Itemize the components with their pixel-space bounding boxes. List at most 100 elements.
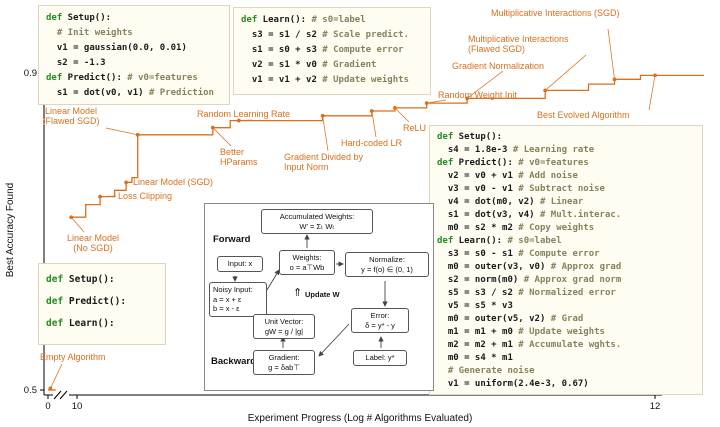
code-line: v2 = s1 * v0 # Gradient xyxy=(241,60,377,70)
error-title: Error: xyxy=(370,311,390,320)
label-text: Label: y* xyxy=(365,353,395,362)
annotation-leader-line xyxy=(50,363,63,389)
accumulated-weights-formula: W' = Σₜ Wₜ xyxy=(299,221,335,231)
annotation-leader-line xyxy=(607,28,615,80)
code-line: # Init weights xyxy=(56,28,133,38)
x-axis: 0 10 12 Experiment Progress (Log # Algor… xyxy=(44,390,662,424)
milestone-annotation: Empty Algorithm xyxy=(40,352,106,362)
code-line: m0 = s2 * m2 # Copy weights xyxy=(437,223,595,233)
milestone-point xyxy=(210,125,215,130)
annotation-leader-line xyxy=(648,75,656,111)
annotation-leader-line xyxy=(105,127,138,136)
forward-pass-label: Forward xyxy=(213,234,251,245)
code-line: v1 = gaussian(0.0, 0.01) xyxy=(46,43,187,53)
gradient-title: Gradient: xyxy=(268,353,300,362)
update-w-label: Update W xyxy=(305,290,340,299)
y-axis: 0.9 0.5 Best Accuracy Found xyxy=(5,67,45,396)
milestone-point xyxy=(543,88,548,93)
milestone-annotation: Hard-coded LR xyxy=(341,138,403,148)
input-box: Input: x xyxy=(217,256,263,272)
code-line: s2 = -1.3 xyxy=(46,58,106,68)
unit-vector-formula: gW = g / |g| xyxy=(264,326,304,336)
milestone-annotation: Linear Model (No SGD) xyxy=(66,233,120,253)
x-axis-title: Experiment Progress (Log # Algorithms Ev… xyxy=(248,413,473,424)
diagram-arrows xyxy=(232,234,388,357)
code-line: v1 = v1 + v2 # Update weights xyxy=(241,75,409,85)
y-tick-label: 0.9 xyxy=(24,68,37,79)
code-box-empty-algorithm: def Setup():def Predict():def Learn(): xyxy=(38,263,166,345)
weights-box: Weights: o = a⊤Wb xyxy=(279,250,335,275)
backward-pass-label: Backward xyxy=(211,356,256,367)
milestone-point xyxy=(465,96,470,101)
code-line: def Setup(): xyxy=(46,13,112,23)
milestone-annotation: Gradient Divided by Input Norm xyxy=(284,152,364,172)
code-line: # Generate noise xyxy=(447,366,535,376)
code-line: s5 = s3 / s2 # Normalized error xyxy=(437,288,616,298)
milestone-point xyxy=(653,73,657,78)
code-line: s4 = 1.8e-3 # Learning rate xyxy=(437,145,595,155)
milestone-point xyxy=(69,215,74,220)
code-line: s3 = s1 / s2 # Scale predict. xyxy=(241,30,409,40)
code-line: v2 = v0 + v1 # Add noise xyxy=(437,171,578,181)
code-line: s2 = norm(m0) # Approx grad norm xyxy=(437,275,622,285)
annotation-leader-line xyxy=(238,119,253,121)
noisy-input-formula-b: b = x - ε xyxy=(213,304,240,313)
milestone-point xyxy=(124,180,129,185)
x-tick-label: 10 xyxy=(72,401,83,412)
milestone-point xyxy=(236,118,241,123)
milestone-point xyxy=(48,386,53,391)
code-line: s1 = dot(v0, v1) # Prediction xyxy=(46,88,214,98)
update-arrow-icon: ⇑ xyxy=(293,287,303,299)
milestone-point xyxy=(98,194,103,199)
code-line: s1 = s0 + s3 # Compute error xyxy=(241,45,404,55)
code-line: def Setup(): xyxy=(437,132,503,142)
code-line: v5 = s5 * v3 xyxy=(437,301,513,311)
annotation-leader-line xyxy=(426,99,447,104)
annotation-leader-line xyxy=(100,195,117,198)
x-tick-label: 12 xyxy=(650,401,661,412)
milestone-annotation: Linear Model (Flawed SGD) xyxy=(42,106,100,126)
algorithm-flow-diagram: Forward Backward Accumulated Weights: W'… xyxy=(204,203,434,391)
gradient-formula: g = δab⊤ xyxy=(268,362,300,372)
annotation-leader-line xyxy=(371,110,377,138)
error-formula: δ = y* - y xyxy=(365,320,395,330)
normalize-formula: y = f(o) ∈ (0, 1) xyxy=(361,264,413,274)
unit-vector-title: Unit Vector: xyxy=(264,317,304,326)
code-line: m0 = s4 * m1 xyxy=(437,353,513,363)
accumulated-weights-title: Accumulated Weights: xyxy=(279,212,355,221)
milestone-annotation: Gradient Normalization xyxy=(452,61,545,71)
code-box-linear-learn: def Learn(): # s0=label s3 = s1 / s2 # S… xyxy=(233,7,431,95)
annotation-leader-line xyxy=(322,115,329,152)
annotation-leader-line xyxy=(70,216,85,233)
code-line: def Predict(): # v0=features xyxy=(437,158,589,168)
milestone-annotation: Random Learning Rate xyxy=(197,109,291,119)
noisy-input-formula-a: a = x + ε xyxy=(213,294,242,304)
code-line: def Setup(): xyxy=(46,274,115,285)
axis-break-marks xyxy=(53,390,69,400)
milestone-annotation: Multiplicative Interactions (Flawed SGD) xyxy=(468,34,569,54)
error-box: Error: δ = y* - y xyxy=(351,308,409,333)
noisy-input-title: Noisy Input: xyxy=(213,285,253,294)
code-line: def Predict(): # v0=features xyxy=(46,73,198,83)
normalize-title: Normalize: xyxy=(369,255,405,264)
milestone-point xyxy=(369,109,374,113)
noisy-input-box: Noisy Input: a = x + ε b = x - ε xyxy=(209,282,267,317)
code-line: s3 = s0 - s1 # Compute error xyxy=(437,249,600,259)
label-box: Label: y* xyxy=(353,350,407,366)
code-line: v1 = uniform(2.4e-3, 0.67) xyxy=(437,379,589,389)
annotation-leader-line xyxy=(544,54,587,91)
code-line: m0 = outer(v5, v2) # Grad xyxy=(437,314,584,324)
code-line: m1 = m1 + m0 # Update weights xyxy=(437,327,605,337)
accumulated-weights-box: Accumulated Weights: W' = Σₜ Wₜ xyxy=(261,209,373,234)
annotation-leader-line xyxy=(394,107,410,123)
milestone-annotation: Linear Model (SGD) xyxy=(133,177,214,187)
milestone-point xyxy=(424,101,429,106)
input-text: Input: x xyxy=(227,259,253,268)
y-axis-title: Best Accuracy Found xyxy=(5,183,16,278)
code-line: v4 = dot(m0, v2) # Linear xyxy=(437,197,584,207)
milestone-annotation: Random Weight Init xyxy=(438,90,517,100)
milestone-point xyxy=(393,105,397,110)
code-line: def Predict(): xyxy=(46,296,127,307)
weights-formula: o = a⊤Wb xyxy=(289,262,325,272)
y-tick-label: 0.5 xyxy=(24,385,37,396)
